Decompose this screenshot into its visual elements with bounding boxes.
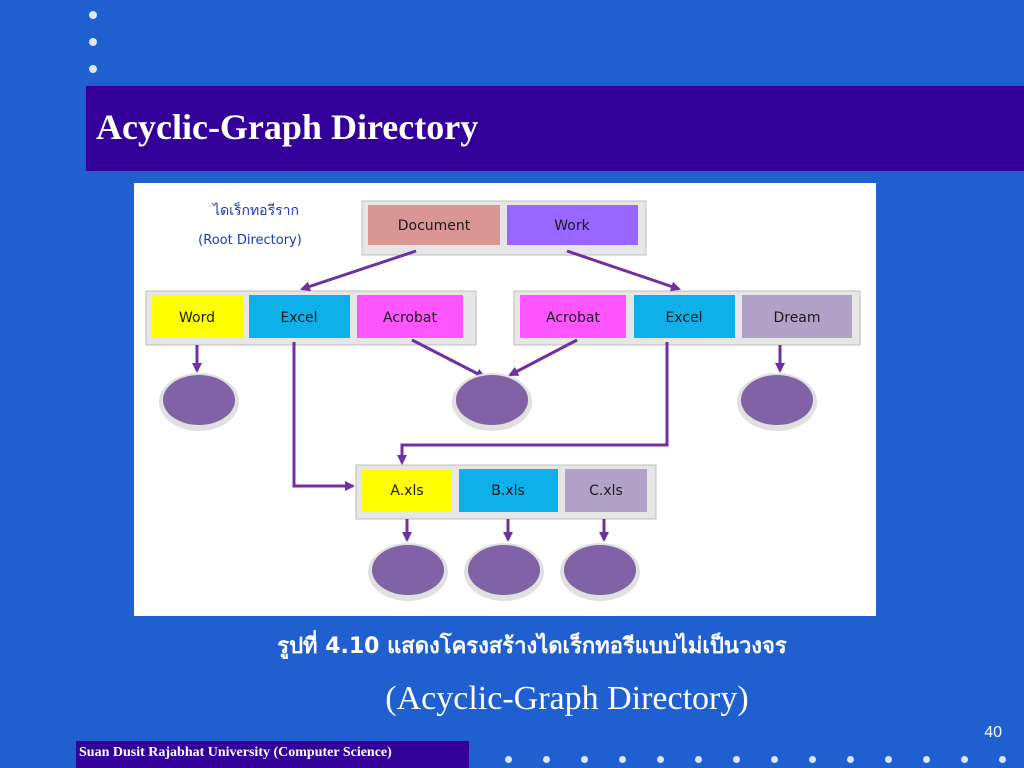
page-number: 40 [984, 724, 1002, 741]
arrow-excel-right-to-files [397, 342, 669, 465]
arrow-acrobat-left-to-node [411, 338, 486, 379]
decorative-bullets-bottom [505, 756, 1024, 763]
dir-document [368, 205, 500, 245]
diagram-panel: ไดเร็กทอรีราก (Root Directory) Document … [134, 183, 876, 616]
dir-work-label: Work [554, 218, 590, 234]
acyclic-graph-diagram: ไดเร็กทอรีราก (Root Directory) Document … [145, 200, 861, 601]
dir-word [152, 295, 243, 338]
file-a-xls [362, 469, 452, 512]
arrow-acrobat-right-to-node [508, 338, 578, 377]
work-directory: Acrobat Excel Dream [513, 290, 861, 346]
dir-acrobat-right [520, 295, 626, 338]
file-b-xls-label: B.xls [491, 483, 525, 499]
bullet-dot [505, 756, 512, 763]
file-c-xls-label: C.xls [589, 483, 623, 499]
dir-excel-right [634, 295, 735, 338]
dir-acrobat-left [357, 295, 463, 338]
dir-excel-left [249, 295, 350, 338]
node-word [163, 375, 235, 425]
node-a-xls [372, 545, 444, 595]
dir-dream [742, 295, 852, 338]
bullet-dot [581, 756, 588, 763]
dir-work [507, 205, 638, 245]
root-label-thai: ไดเร็กทอรีราก [212, 201, 299, 219]
dir-word-label: Word [179, 310, 215, 326]
figure-caption-en: (Acyclic-Graph Directory) [385, 680, 749, 717]
bullet-dot [89, 65, 97, 73]
bullet-dot [695, 756, 702, 763]
bullet-dot [89, 11, 97, 19]
bullet-dot [961, 756, 968, 763]
document-directory: Word Excel Acrobat [145, 290, 477, 346]
file-b-xls [459, 469, 558, 512]
bullet-dot [847, 756, 854, 763]
arrow-document-to-excel [300, 249, 417, 292]
root-directory: Document Work [361, 200, 647, 256]
footer-institution: Suan Dusit Rajabhat University (Computer… [76, 741, 469, 768]
figure-caption-thai: รูปที่ 4.10 แสดงโครงสร้างไดเร็กทอรีแบบไม… [277, 634, 787, 659]
excel-files-directory: A.xls B.xls C.xls [355, 464, 657, 520]
decorative-bullets-top [89, 11, 99, 92]
bullet-dot [543, 756, 550, 763]
root-label-en: (Root Directory) [198, 233, 302, 248]
slide-title: Acyclic-Graph Directory [96, 107, 479, 147]
dir-dream-label: Dream [773, 310, 820, 326]
leaf-nodes [159, 373, 817, 601]
bullet-dot [809, 756, 816, 763]
bullet-dot [657, 756, 664, 763]
bullet-dot [619, 756, 626, 763]
dir-excel-right-label: Excel [665, 310, 702, 326]
arrow-work-to-excel [566, 249, 681, 292]
bullet-dot [999, 756, 1006, 763]
dir-excel-left-label: Excel [280, 310, 317, 326]
title-bar: Acyclic-Graph Directory [86, 86, 1024, 171]
file-a-xls-label: A.xls [390, 483, 423, 499]
bullet-dot [923, 756, 930, 763]
arrows [192, 249, 785, 542]
node-dream [741, 375, 813, 425]
dir-acrobat-right-label: Acrobat [546, 310, 601, 326]
arrow-excel-left-to-files [292, 342, 355, 491]
node-acrobat-shared [456, 375, 528, 425]
bullet-dot [885, 756, 892, 763]
bullet-dot [771, 756, 778, 763]
bullet-dot [733, 756, 740, 763]
bullet-dot [89, 38, 97, 46]
dir-acrobat-left-label: Acrobat [383, 310, 438, 326]
dir-document-label: Document [398, 218, 471, 234]
node-b-xls [468, 545, 540, 595]
file-c-xls [565, 469, 647, 512]
node-c-xls [564, 545, 636, 595]
